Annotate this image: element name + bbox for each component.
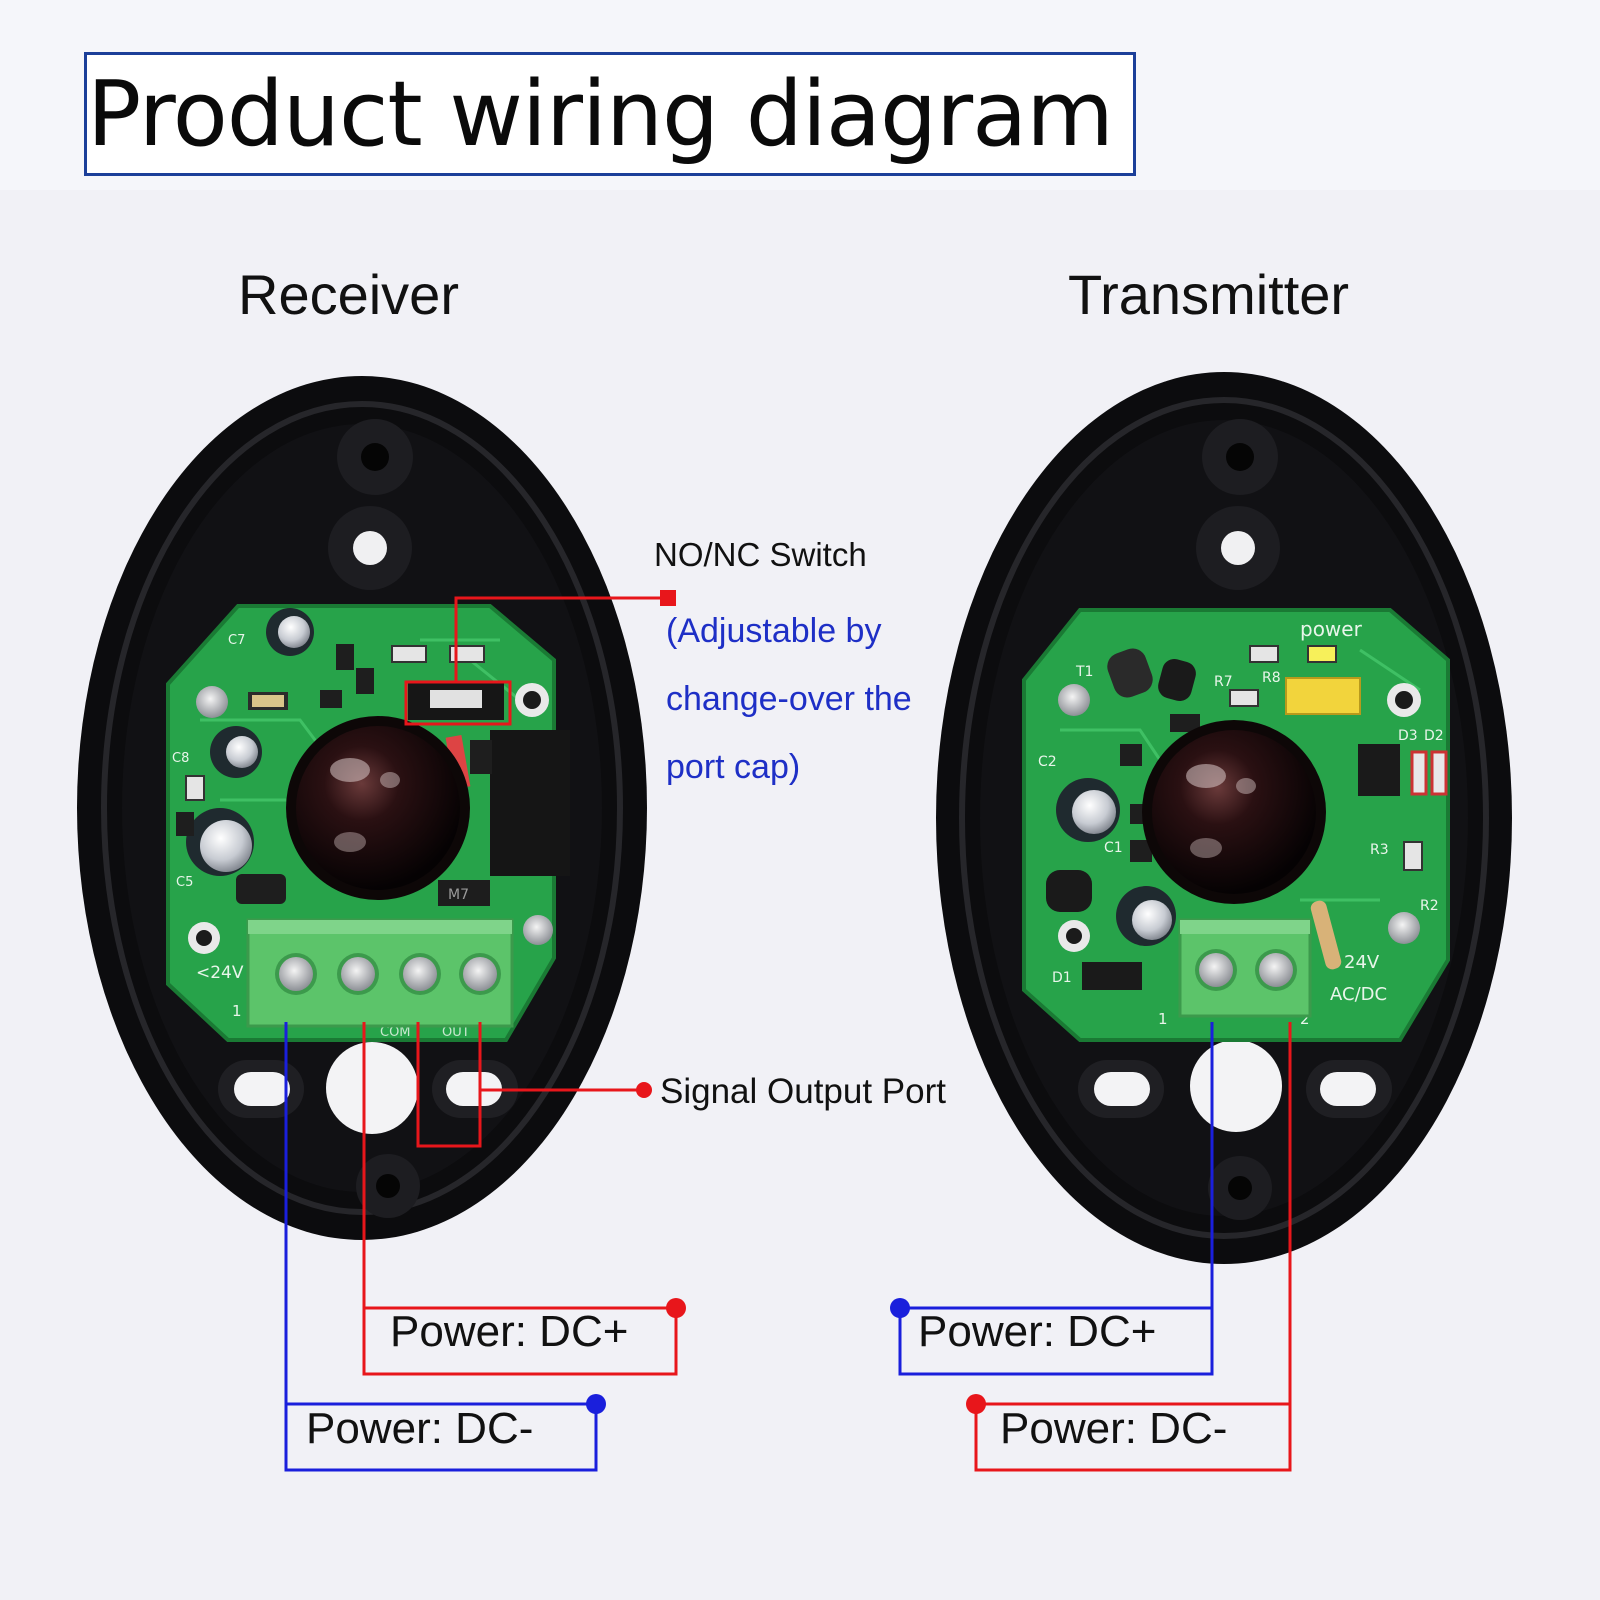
silk-com: COM [380, 1025, 411, 1040]
silk-d1: D1 [1052, 970, 1072, 986]
switch-title: NO/NC Switch [654, 536, 867, 573]
silk-tx-pin1: 1 [1158, 1010, 1168, 1028]
transmitter-dc-plus-label: Power: DC+ [918, 1307, 1157, 1356]
silk-tx-pin2: 2 [1300, 1010, 1310, 1028]
signal-output-callout [416, 1022, 652, 1148]
silk-power: power [1300, 617, 1363, 641]
receiver-label: Receiver [238, 263, 459, 326]
silk-pin1: 1 [232, 1002, 242, 1020]
transmitter-pcb: power T1 R7 R8 C2 C1 D3 D2 R3 R2 D1 24V … [1022, 608, 1450, 1042]
transmitter-label: Transmitter [1068, 263, 1350, 326]
silk-c5: C5 [176, 875, 193, 890]
silk-c7: C7 [228, 633, 245, 648]
silk-24v: <24V [196, 963, 244, 983]
signal-output-label: Signal Output Port [660, 1072, 946, 1111]
silk-r3: R3 [1370, 842, 1389, 858]
title-frame: Product wiring diagram [84, 52, 1136, 176]
silk-t1: T1 [1075, 664, 1093, 680]
transmitter-wire-dc-plus [890, 1022, 1214, 1376]
page-title: Product wiring diagram [87, 62, 1114, 167]
transmitter-dc-minus-label: Power: DC- [1000, 1404, 1228, 1453]
receiver-dc-minus-label: Power: DC- [306, 1404, 534, 1453]
transmitter-terminal-screws [1195, 949, 1297, 991]
receiver-wire-dc-minus [284, 1022, 606, 1472]
switch-note-line1: (Adjustable by [666, 612, 882, 650]
switch-note-line2: change-over the [666, 680, 912, 718]
transmitter-wire-dc-minus [966, 1022, 1292, 1472]
silk-r7: R7 [1214, 674, 1233, 690]
silk-acdc: AC/DC [1330, 984, 1387, 1005]
silk-c1: C1 [1104, 840, 1123, 856]
silk-c2: C2 [1038, 754, 1057, 770]
silk-c8: C8 [172, 751, 189, 766]
receiver-dc-plus-label: Power: DC+ [390, 1307, 629, 1356]
receiver-wire-dc-plus [362, 1022, 686, 1376]
switch-callout [404, 590, 676, 726]
silk-r8: R8 [1262, 670, 1281, 686]
silk-r2: R2 [1420, 898, 1439, 914]
receiver-pcb: M7 C7 C8 C5 <24V 1 COM OUT [166, 604, 570, 1042]
silk-d3: D3 [1398, 728, 1418, 744]
silk-tx-24v: 24V [1344, 952, 1380, 973]
silk-d2: D2 [1424, 728, 1444, 744]
receiver-ic-label: M7 [448, 887, 469, 903]
silk-out: OUT [442, 1025, 470, 1040]
switch-note-line3: port cap) [666, 748, 801, 786]
receiver-terminal-screws [275, 953, 501, 995]
